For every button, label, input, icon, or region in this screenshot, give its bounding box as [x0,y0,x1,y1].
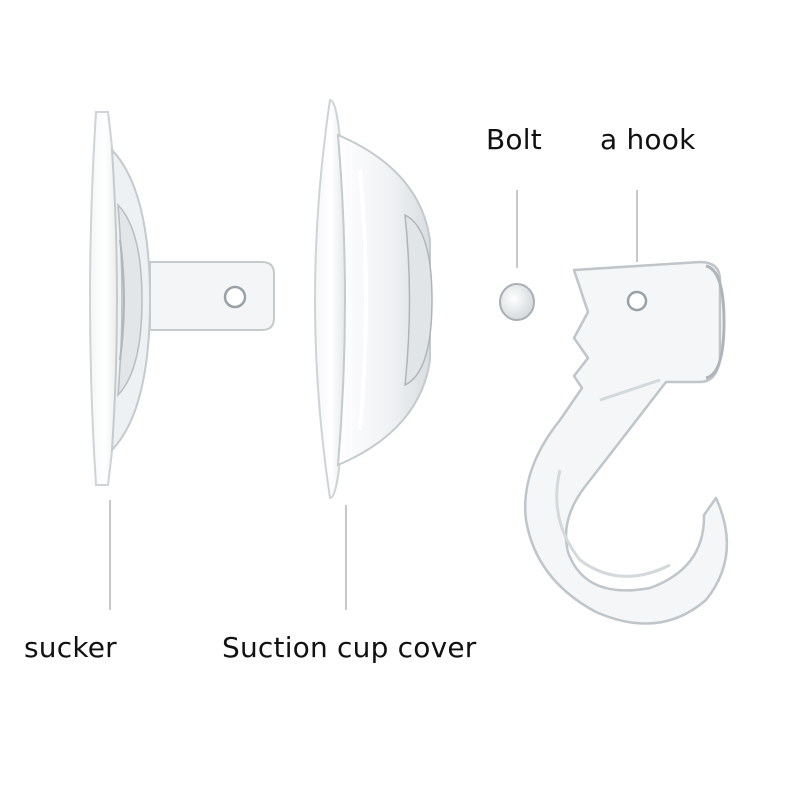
bolt-part [499,283,535,321]
sucker-label: sucker [24,631,117,664]
bolt-label: Bolt [486,123,542,156]
suction-cup-cover-label: Suction cup cover [222,631,477,664]
hook-label: a hook [600,123,696,156]
hook-part [524,260,729,625]
suction-cup-cover-part [314,98,433,500]
sucker-part [89,111,275,486]
